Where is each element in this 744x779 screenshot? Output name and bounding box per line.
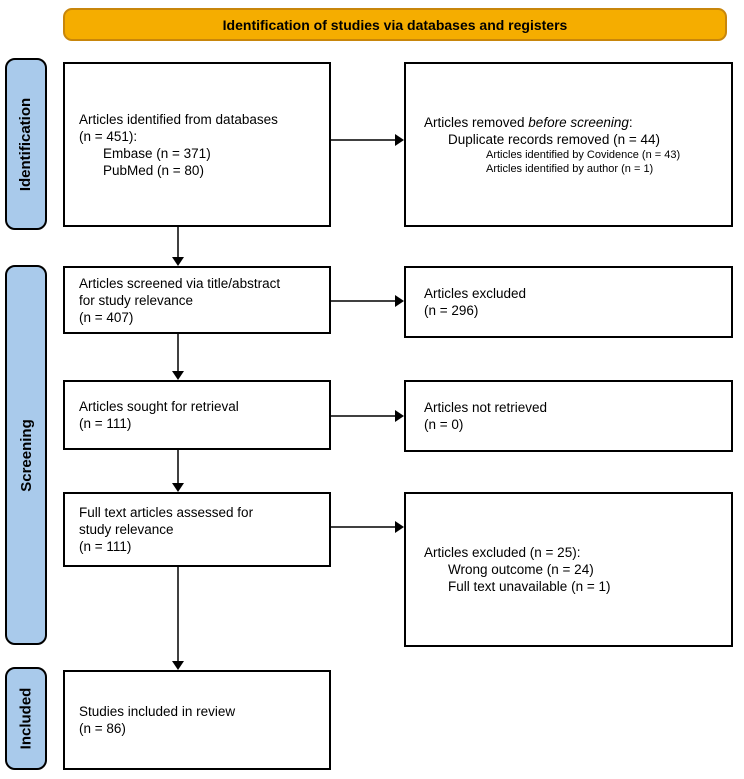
text-segment-italic: before screening — [528, 114, 629, 130]
text-line: (n = 111) — [79, 416, 132, 431]
text-line: (n = 407) — [79, 309, 134, 325]
text-line: Articles identified by Covidence (n = 43… — [486, 148, 681, 161]
text-line: Duplicate records removed (n = 44) — [448, 131, 660, 147]
text-line: Articles removed before screening: — [424, 114, 725, 131]
stage-label-identification: Identification — [5, 58, 47, 230]
text-line: Articles excluded (n = 25): — [424, 545, 581, 560]
box-articles-screened: Articles screened via title/abstract for… — [63, 266, 331, 334]
text-line: Articles identified from databases — [79, 111, 278, 127]
text-line: Wrong outcome (n = 24) — [448, 562, 594, 577]
banner-identification-of-studies: Identification of studies via databases … — [63, 8, 727, 41]
box-studies-included: Studies included in review (n = 86) — [63, 670, 331, 770]
text-line: Articles identified by author (n = 1) — [486, 162, 654, 175]
text-line: (n = 86) — [79, 721, 126, 736]
stage-label-screening: Screening — [5, 265, 47, 645]
arrow-sought-to-assessed — [172, 450, 184, 492]
banner-label: Identification of studies via databases … — [222, 16, 568, 33]
stage-label-included: Included — [5, 667, 47, 770]
text-line: study relevance — [79, 522, 174, 537]
box-full-text-assessed: Full text articles assessed for study re… — [63, 492, 331, 567]
stage-label-screening-text: Screening — [17, 418, 35, 492]
text-line: Embase (n = 371) — [103, 145, 211, 161]
arrow-assessed-to-excluded-full-text — [331, 521, 404, 533]
text-line: (n = 111) — [79, 539, 132, 554]
stage-label-included-text: Included — [17, 687, 35, 750]
text-line: PubMed (n = 80) — [103, 162, 204, 178]
arrow-screened-to-excluded — [331, 295, 404, 307]
arrow-screened-to-sought — [172, 334, 184, 380]
text-line: Articles excluded — [424, 286, 527, 301]
box-articles-excluded-title-abstract: Articles excluded (n = 296) — [404, 266, 733, 338]
box-articles-sought-retrieval: Articles sought for retrieval (n = 111) — [63, 380, 331, 450]
box-articles-excluded-full-text: Articles excluded (n = 25): Wrong outcom… — [404, 492, 733, 647]
text-line: Studies included in review — [79, 704, 236, 719]
stage-label-identification-text: Identification — [17, 97, 35, 191]
text-line: Full text articles assessed for — [79, 505, 254, 520]
arrow-identified-to-screened — [172, 227, 184, 266]
arrow-identified-to-removed — [331, 134, 404, 146]
text-segment: Articles removed — [424, 114, 529, 130]
box-articles-removed-before-screening: Articles removed before screening: Dupli… — [404, 62, 733, 227]
text-line: (n = 0) — [424, 417, 464, 432]
arrow-assessed-to-included — [172, 567, 184, 670]
box-articles-not-retrieved: Articles not retrieved (n = 0) — [404, 380, 733, 452]
text-line: (n = 296) — [424, 303, 479, 318]
text-line: Articles sought for retrieval — [79, 399, 239, 414]
text-line: Full text unavailable (n = 1) — [448, 579, 611, 594]
text-line: for study relevance — [79, 292, 194, 308]
text-segment: : — [628, 114, 633, 130]
text-line: Articles not retrieved — [424, 400, 548, 415]
arrow-sought-to-not-retrieved — [331, 410, 404, 422]
text-line: Articles screened via title/abstract — [79, 275, 281, 291]
box-articles-identified: Articles identified from databases (n = … — [63, 62, 331, 227]
text-line: (n = 451): — [79, 128, 138, 144]
